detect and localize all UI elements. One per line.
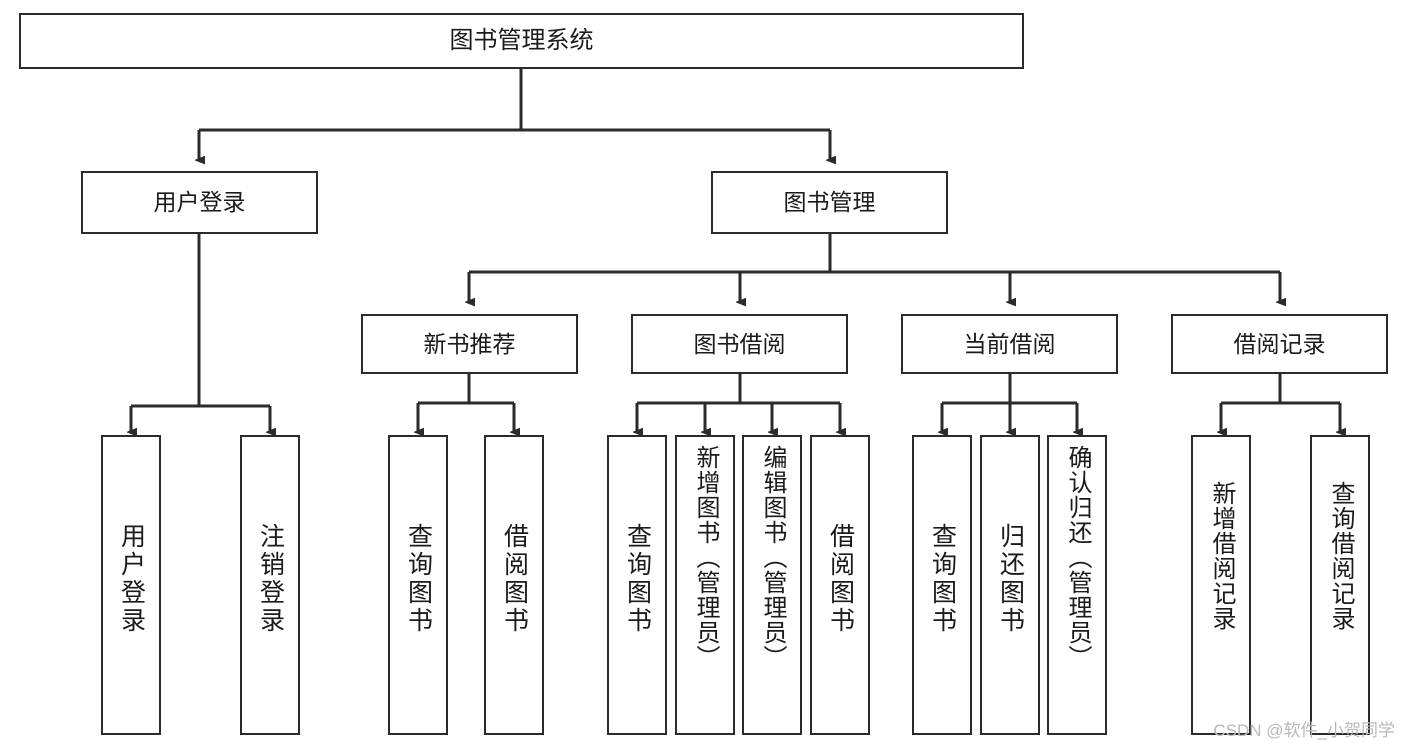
node-new-book-recommend[interactable]: 新书推荐 [361,314,578,374]
node-label: 归还图书 [996,523,1025,635]
node-label: 图书管理系统 [449,27,594,55]
leaf-query-record[interactable]: 查询借阅记录 [1310,435,1370,735]
node-label: 新增借阅记录 [1208,481,1235,631]
node-label: 新增图书（管理员） [692,445,719,670]
leaf-return-book[interactable]: 归还图书 [980,435,1040,735]
node-book-borrow[interactable]: 图书借阅 [631,314,848,374]
node-label: 确认归还（管理员） [1064,445,1091,670]
node-label: 借阅记录 [1233,330,1326,357]
leaf-borrow-book-1[interactable]: 借阅图书 [484,435,544,735]
leaf-user-login[interactable]: 用户登录 [101,435,161,735]
node-label: 查询图书 [928,523,957,635]
leaf-add-record[interactable]: 新增借阅记录 [1191,435,1251,735]
node-label: 编辑图书（管理员） [759,445,786,670]
node-label: 用户登录 [117,523,146,635]
leaf-add-book[interactable]: 新增图书（管理员） [675,435,735,735]
node-label: 用户登录 [153,189,246,216]
node-book-manage[interactable]: 图书管理 [711,171,948,234]
node-borrow-record[interactable]: 借阅记录 [1171,314,1388,374]
leaf-logout-login[interactable]: 注销登录 [240,435,300,735]
node-label: 借阅图书 [826,523,855,635]
node-label: 查询图书 [623,523,652,635]
node-label: 查询借阅记录 [1327,481,1354,631]
node-label: 借阅图书 [500,523,529,635]
node-label: 新书推荐 [423,330,516,357]
node-label: 查询图书 [404,523,433,635]
leaf-edit-book[interactable]: 编辑图书（管理员） [742,435,802,735]
node-root-system[interactable]: 图书管理系统 [19,13,1024,69]
node-label: 图书借阅 [693,330,786,357]
node-label: 图书管理 [783,189,876,216]
leaf-query-book-3[interactable]: 查询图书 [912,435,972,735]
node-label: 注销登录 [256,523,285,635]
leaf-query-book-2[interactable]: 查询图书 [607,435,667,735]
node-user-login[interactable]: 用户登录 [81,171,318,234]
leaf-confirm-return[interactable]: 确认归还（管理员） [1047,435,1107,735]
leaf-borrow-book-2[interactable]: 借阅图书 [810,435,870,735]
node-label: 当前借阅 [963,330,1056,357]
watermark-text: CSDN @软件_小贺同学 [1213,721,1395,740]
node-current-borrow[interactable]: 当前借阅 [901,314,1118,374]
leaf-query-book-1[interactable]: 查询图书 [388,435,448,735]
